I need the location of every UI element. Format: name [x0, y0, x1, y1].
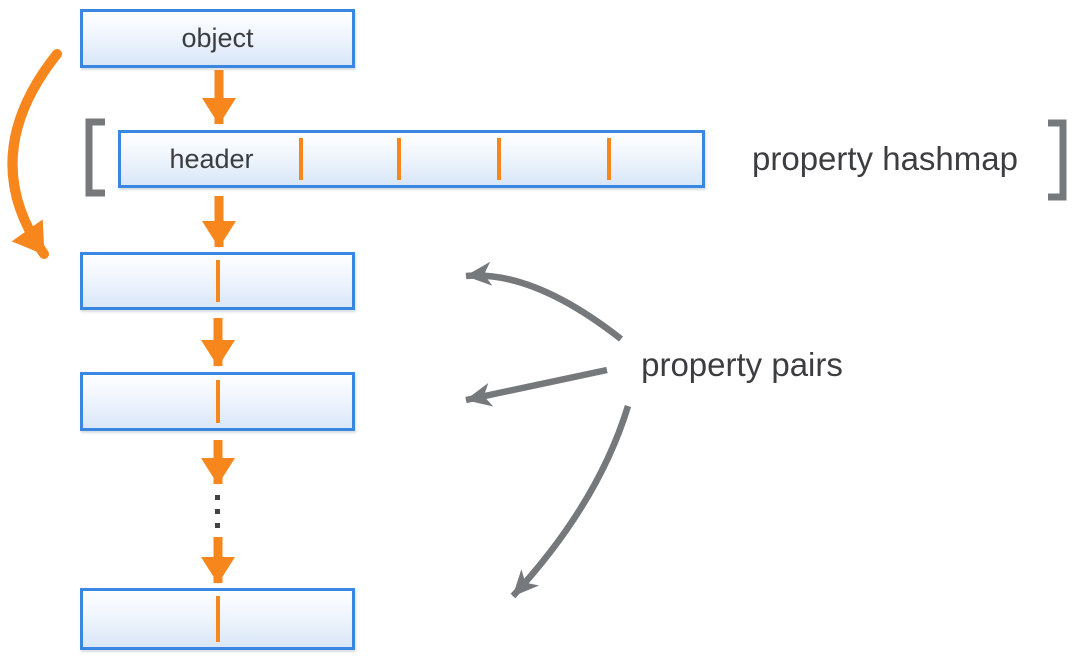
- property-pair-box-3: [80, 588, 355, 650]
- curved-arrow-object-to-pairs: [7, 49, 62, 259]
- hashmap-box: header: [118, 130, 705, 188]
- pair-divider: [215, 596, 220, 642]
- pairs-arrow-to-pair1: [465, 261, 624, 342]
- property-pair-box-1: [80, 252, 355, 310]
- pair-divider: [215, 260, 220, 302]
- hashmap-cell-divider: [497, 138, 501, 180]
- object-box-label: object: [181, 23, 254, 53]
- pairs-arrow-to-pair2: [465, 366, 608, 407]
- object-box: object: [80, 9, 355, 68]
- hashmap-header-cell: header: [169, 143, 254, 174]
- property-hashmap-label: property hashmap: [752, 140, 1018, 177]
- property-pairs-label: property pairs: [641, 346, 843, 383]
- hashmap-cell-divider: [607, 138, 611, 180]
- hashmap-cell-divider: [397, 138, 401, 180]
- property-pair-box-2: [80, 372, 355, 431]
- right-bracket: [1048, 119, 1067, 201]
- pair-divider: [215, 380, 220, 423]
- ellipsis-dots: [215, 495, 220, 528]
- hashmap-cell-divider: [299, 138, 303, 180]
- pairs-arrow-to-pair3: [510, 405, 632, 599]
- left-bracket: [85, 118, 105, 197]
